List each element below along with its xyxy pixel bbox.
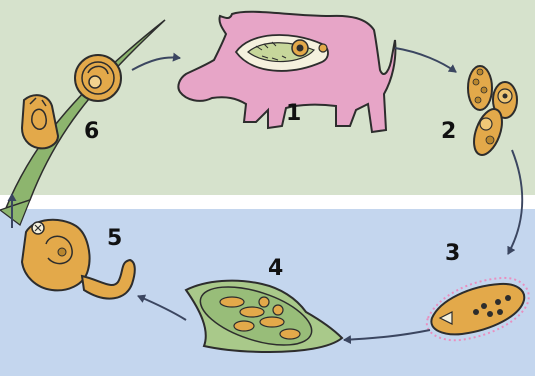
stage-label-3: 3 — [445, 241, 460, 266]
divider-band — [0, 195, 535, 209]
stage-label-5: 5 — [107, 226, 122, 251]
stage-label-1: 1 — [286, 101, 301, 126]
stage-label-4: 4 — [268, 256, 283, 281]
stage-2-egg-top — [468, 66, 492, 110]
stage-label-6: 6 — [84, 119, 99, 144]
stage-label-2: 2 — [441, 119, 456, 144]
stage-6-cyst-round — [75, 55, 121, 101]
